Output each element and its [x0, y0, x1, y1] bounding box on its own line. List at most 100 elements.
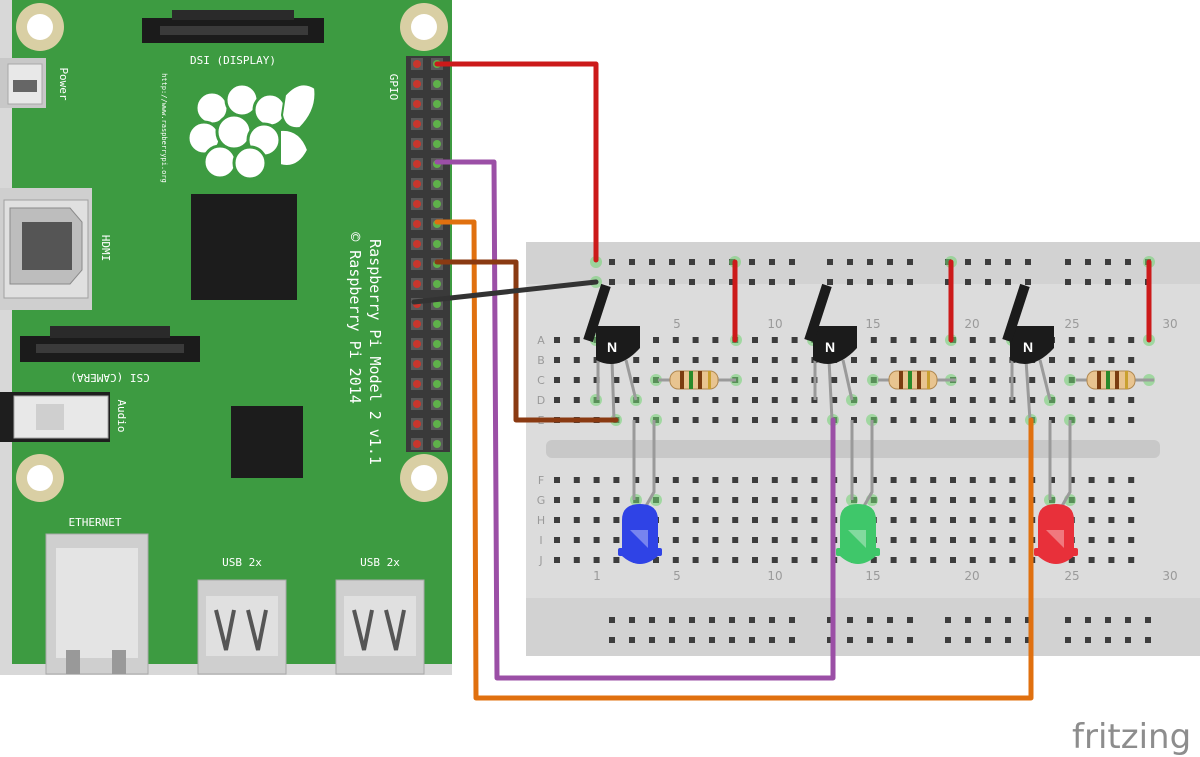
breadboard-hole — [930, 477, 937, 483]
breadboard-hole — [969, 417, 976, 423]
breadboard-hole — [989, 377, 996, 383]
breadboard-hole — [771, 417, 778, 423]
breadboard-hole — [890, 517, 897, 523]
breadboard-hole — [672, 477, 679, 483]
usb1-label: USB 2x — [222, 556, 262, 569]
rail-hole — [729, 637, 735, 643]
row-letter: F — [538, 474, 544, 487]
breadboard-hole — [633, 477, 640, 483]
row-letter: H — [537, 514, 545, 527]
rail-hole — [729, 617, 735, 623]
breadboard-hole — [791, 377, 798, 383]
rail-hole — [729, 279, 735, 285]
breadboard-hole — [692, 557, 699, 563]
breadboard-hole — [752, 517, 758, 523]
rail-hole — [669, 617, 675, 623]
gpio-label: GPIO — [387, 74, 400, 101]
breadboard-hole — [573, 337, 580, 343]
column-number: 20 — [964, 317, 979, 331]
rail-hole — [907, 637, 913, 643]
breadboard-hole — [791, 337, 798, 343]
rail-hole — [887, 259, 893, 265]
column-number: 25 — [1064, 317, 1079, 331]
breadboard-hole — [969, 397, 976, 403]
rail-hole — [649, 617, 655, 623]
connection-highlight — [1064, 374, 1076, 386]
column-number: 30 — [1162, 317, 1177, 331]
column-number: 15 — [865, 317, 880, 331]
breadboard-hole — [1068, 557, 1075, 563]
audio-label: Audio — [115, 399, 128, 432]
breadboard-hole — [752, 357, 758, 363]
breadboard-hole — [771, 477, 778, 483]
rail-hole — [945, 279, 951, 285]
transistor-3: N — [1002, 283, 1054, 421]
breadboard-hole — [554, 377, 560, 383]
rail-hole — [965, 637, 971, 643]
breadboard-hole — [930, 537, 937, 543]
ethernet-port — [45, 533, 149, 675]
rail-hole — [1005, 259, 1011, 265]
usb2-label: USB 2x — [360, 556, 400, 569]
gpio-pin — [411, 118, 423, 130]
breadboard-hole — [1088, 557, 1095, 563]
breadboard-hole — [1009, 497, 1016, 503]
gpio-pin — [411, 218, 423, 230]
breadboard-hole — [870, 557, 877, 563]
breadboard-hole — [950, 477, 956, 483]
breadboard-hole — [732, 537, 739, 543]
breadboard-hole — [752, 477, 758, 483]
rail-hole — [1005, 279, 1011, 285]
rail-hole — [769, 617, 775, 623]
breadboard-hole — [791, 357, 798, 363]
breadboard-hole — [791, 517, 798, 523]
rail-hole — [887, 279, 893, 285]
rail-hole — [1025, 617, 1031, 623]
breadboard-hole — [771, 337, 778, 343]
rail-hole — [847, 637, 853, 643]
rail-hole — [1085, 279, 1091, 285]
resistor-3 — [1076, 370, 1154, 390]
connection-highlight — [650, 494, 662, 506]
breadboard-hole — [1128, 337, 1135, 343]
breadboard-hole — [732, 497, 739, 503]
hdmi-label: HDMI — [99, 235, 112, 262]
breadboard-hole — [969, 377, 976, 383]
rail-hole — [709, 259, 715, 265]
breadboard-hole — [811, 497, 818, 503]
rail-hole — [827, 637, 833, 643]
rail-hole — [907, 279, 913, 285]
breadboard-hole — [554, 397, 560, 403]
breadboard-hole — [1108, 537, 1115, 543]
gpio-pin — [431, 138, 443, 150]
transistor-mark: N — [1023, 339, 1033, 355]
gpio-pin — [431, 278, 443, 290]
breadboard-hole — [672, 517, 679, 523]
breadboard-hole — [989, 537, 996, 543]
csi-label: CSI (CAMERA) — [70, 371, 149, 384]
rail-hole — [1025, 637, 1031, 643]
rail-hole — [985, 279, 991, 285]
ethernet-label: ETHERNET — [69, 516, 122, 529]
gpio-pin — [411, 198, 423, 210]
breadboard-hole — [613, 517, 620, 523]
breadboard-hole — [554, 477, 560, 483]
breadboard-hole — [989, 337, 996, 343]
breadboard-hole — [989, 517, 996, 523]
breadboard-hole — [1049, 357, 1055, 363]
rail-hole — [1145, 637, 1151, 643]
gpio-pin — [431, 178, 443, 190]
breadboard-hole — [672, 537, 679, 543]
breadboard-hole — [890, 337, 897, 343]
breadboard-hole — [771, 377, 778, 383]
breadboard-hole — [910, 477, 917, 483]
breadboard-hole — [910, 517, 917, 523]
rail-hole — [669, 259, 675, 265]
breadboard-hole — [692, 357, 699, 363]
column-number: 20 — [964, 569, 979, 583]
gpio-pin — [411, 158, 423, 170]
rail-hole — [629, 637, 635, 643]
breadboard-hole — [672, 337, 679, 343]
breadboard-hole — [593, 477, 600, 483]
rail-hole — [1125, 617, 1131, 623]
